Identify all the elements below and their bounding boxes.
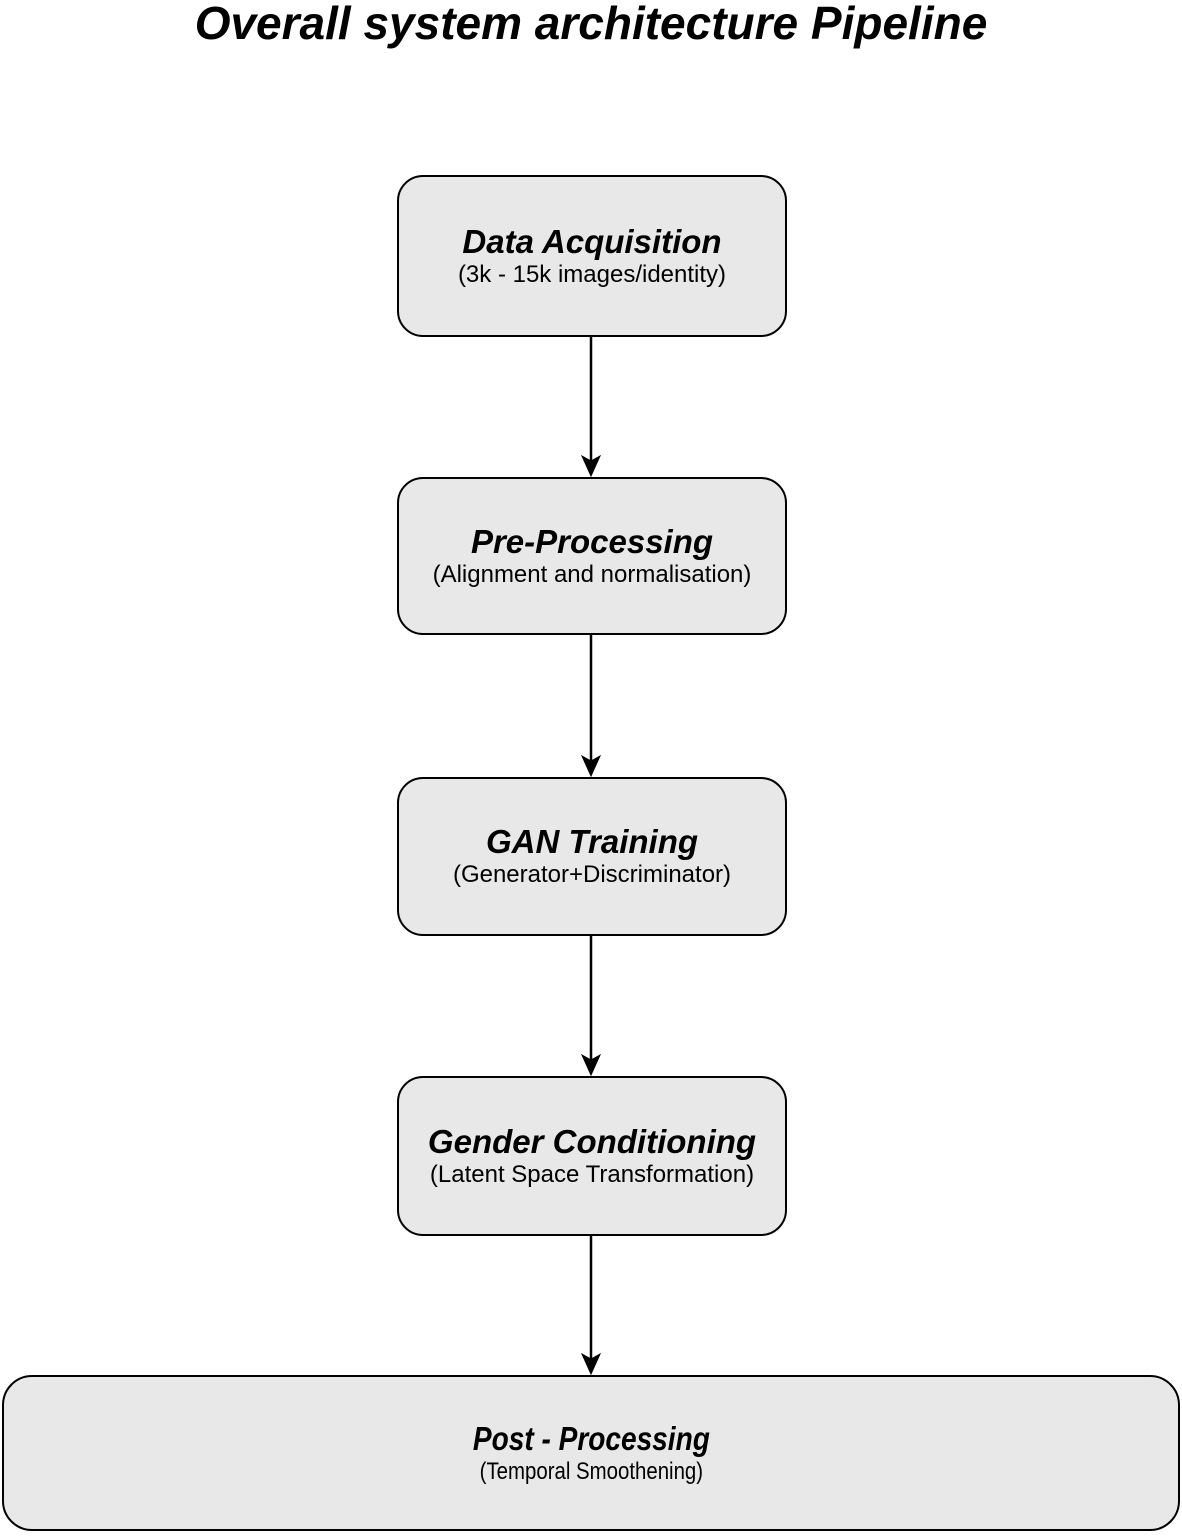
diagram-title: Overall system architecture Pipeline [194,0,988,49]
node-title: Post - Processing [472,1419,710,1457]
node-title: Gender Conditioning [427,1122,757,1160]
arrow-down-connector-1 [580,337,602,477]
node-text: GAN Training (Generator+Discriminator) [453,823,731,890]
node-text: Pre-Processing (Alignment and normalisat… [433,523,752,590]
flowchart-node-post-processing: Post - Processing (Temporal Smoothening) [2,1375,1180,1531]
flowchart-node-gan-training: GAN Training (Generator+Discriminator) [397,777,787,936]
node-title: Data Acquisition [462,222,722,260]
node-text: Data Acquisition (3k - 15k images/identi… [458,223,726,290]
node-text: Post - Processing (Temporal Smoothening) [473,1420,710,1487]
arrow-down-connector-2 [580,635,602,777]
node-title: GAN Training [485,823,699,861]
node-text: Gender Conditioning (Latent Space Transf… [428,1123,756,1190]
flowchart-node-pre-processing: Pre-Processing (Alignment and normalisat… [397,477,787,635]
node-subtitle: (Generator+Discriminator) [452,861,732,889]
node-subtitle: (Temporal Smoothening) [479,1457,703,1485]
node-subtitle: (Alignment and normalisation) [432,560,752,588]
node-title: Pre-Processing [470,522,714,560]
arrow-down-connector-4 [580,1236,602,1375]
node-subtitle: (Latent Space Transformation) [429,1160,755,1188]
flowchart-node-data-acquisition: Data Acquisition (3k - 15k images/identi… [397,175,787,337]
flowchart-node-gender-conditioning: Gender Conditioning (Latent Space Transf… [397,1076,787,1236]
node-subtitle: (3k - 15k images/identity) [457,260,727,288]
arrow-down-connector-3 [580,936,602,1076]
